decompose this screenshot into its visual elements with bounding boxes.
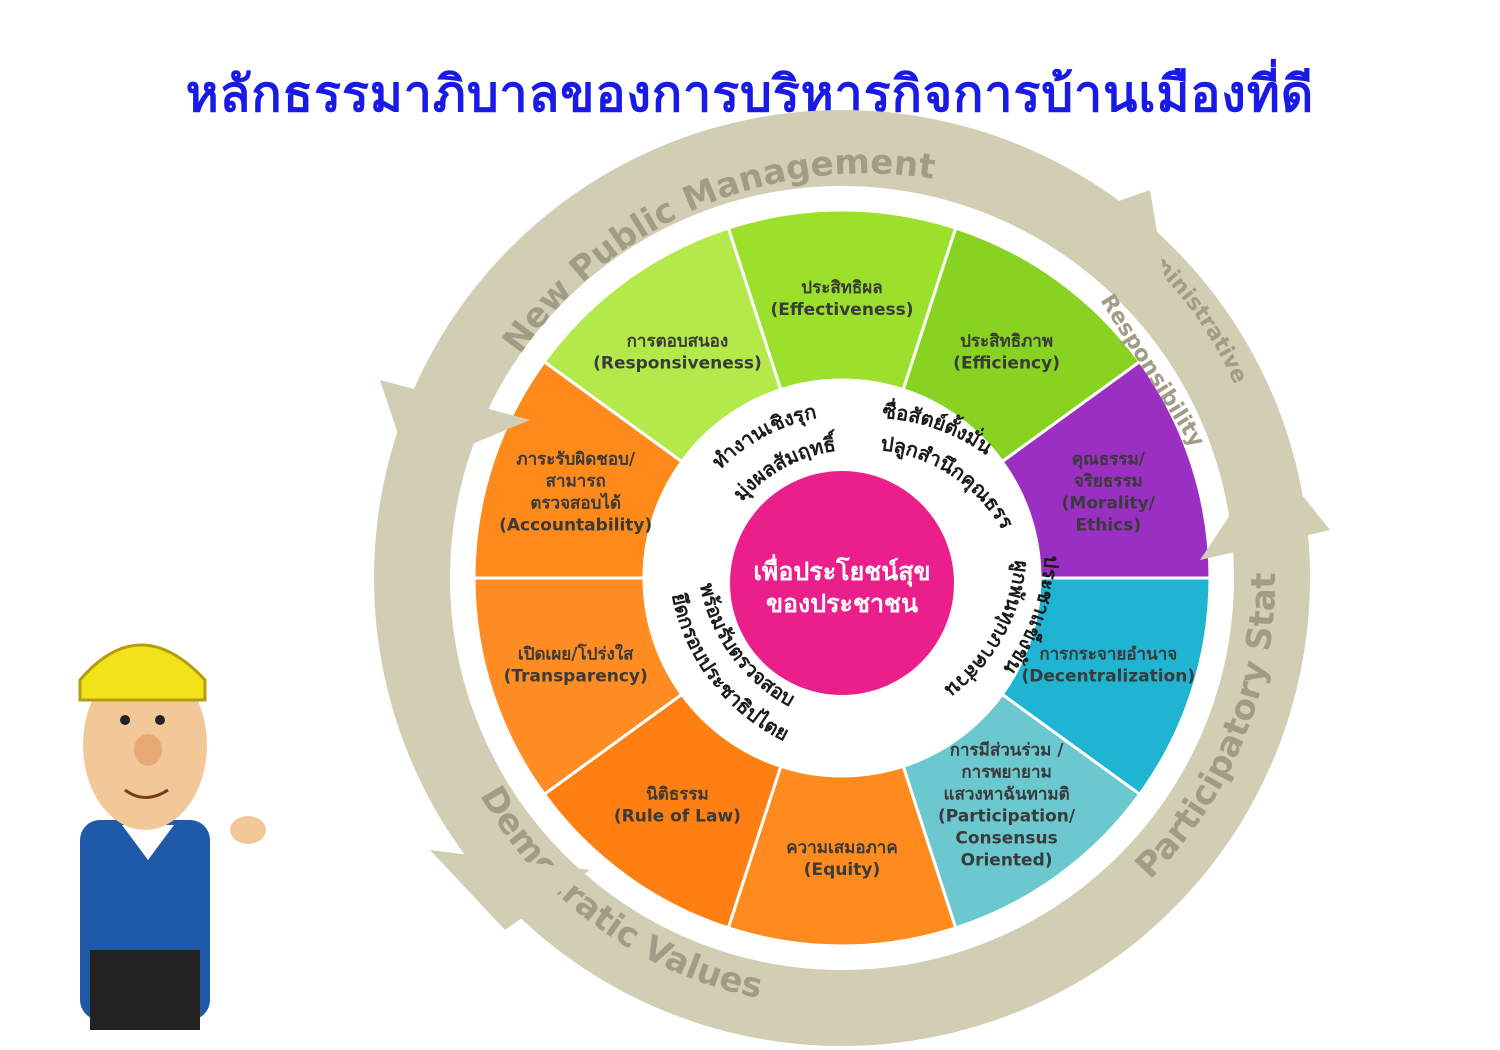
page-title: หลักธรรมาภิบาลของการบริหารกิจการบ้านเมือ…: [185, 65, 1315, 123]
segment-label-accountability-3: ตรวจสอบได้: [530, 492, 621, 513]
segment-label-participation-6: Oriented): [961, 851, 1053, 871]
segment-label-accountability-1: ภาระรับผิดชอบ/: [516, 449, 635, 469]
segment-label-decentralization-2: (Decentralization): [1021, 667, 1195, 687]
segment-label-transparency-1: เปิดเผย/โปร่งใส: [518, 644, 634, 665]
segment-label-effectiveness-2: (Effectiveness): [771, 300, 914, 320]
segment-label-morality-2: จริยธรรม: [1074, 471, 1143, 491]
segment-label-efficiency-1: ประสิทธิภาพ: [960, 331, 1053, 351]
segment-label-accountability-2: สามารถ: [546, 471, 606, 491]
arrow-heads: [380, 190, 1330, 930]
segment-label-morality-4: Ethics): [1075, 515, 1141, 535]
segment-label-morality-3: (Morality/: [1062, 493, 1156, 513]
segment-label-rule-of-law-2: (Rule of Law): [614, 807, 741, 827]
segment-label-efficiency-2: (Efficiency): [953, 353, 1060, 373]
segment-ring: ประสิทธิผล(Effectiveness) ประสิทธิภาพ(Eff…: [472, 208, 1212, 948]
segment-label-equity-1: ความเสมอภาค: [786, 838, 897, 858]
segment-label-responsiveness-2: (Responsiveness): [593, 353, 762, 373]
center-text-line-2: ของประชาชน: [766, 589, 918, 618]
segment-label-rule-of-law-1: นิติธรรม: [646, 785, 709, 805]
center-text-line-1: เพื่อประโยชน์สุข: [753, 554, 930, 588]
segment-label-participation-3: แสวงหาฉันทามติ: [944, 785, 1070, 805]
segment-label-equity-2: (Equity): [804, 860, 880, 880]
center-circle: [730, 471, 954, 695]
segment-label-accountability-4: (Accountability): [499, 515, 652, 535]
worker-character: [78, 643, 266, 1030]
segment-label-decentralization-1: การกระจายอำนาจ: [1039, 645, 1177, 665]
segment-label-effectiveness-1: ประสิทธิผล: [801, 278, 882, 298]
segment-label-participation-1: การมีส่วนร่วม /: [950, 740, 1065, 761]
segment-label-participation-2: การพยายาม: [961, 763, 1051, 783]
segment-label-transparency-2: (Transparency): [504, 667, 648, 687]
segment-label-participation-5: Consensus: [955, 829, 1057, 849]
segment-label-responsiveness-1: การตอบสนอง: [627, 331, 729, 351]
segment-label-morality-1: คุณธรรม/: [1072, 449, 1146, 469]
segment-label-participation-4: (Participation/: [938, 807, 1076, 827]
